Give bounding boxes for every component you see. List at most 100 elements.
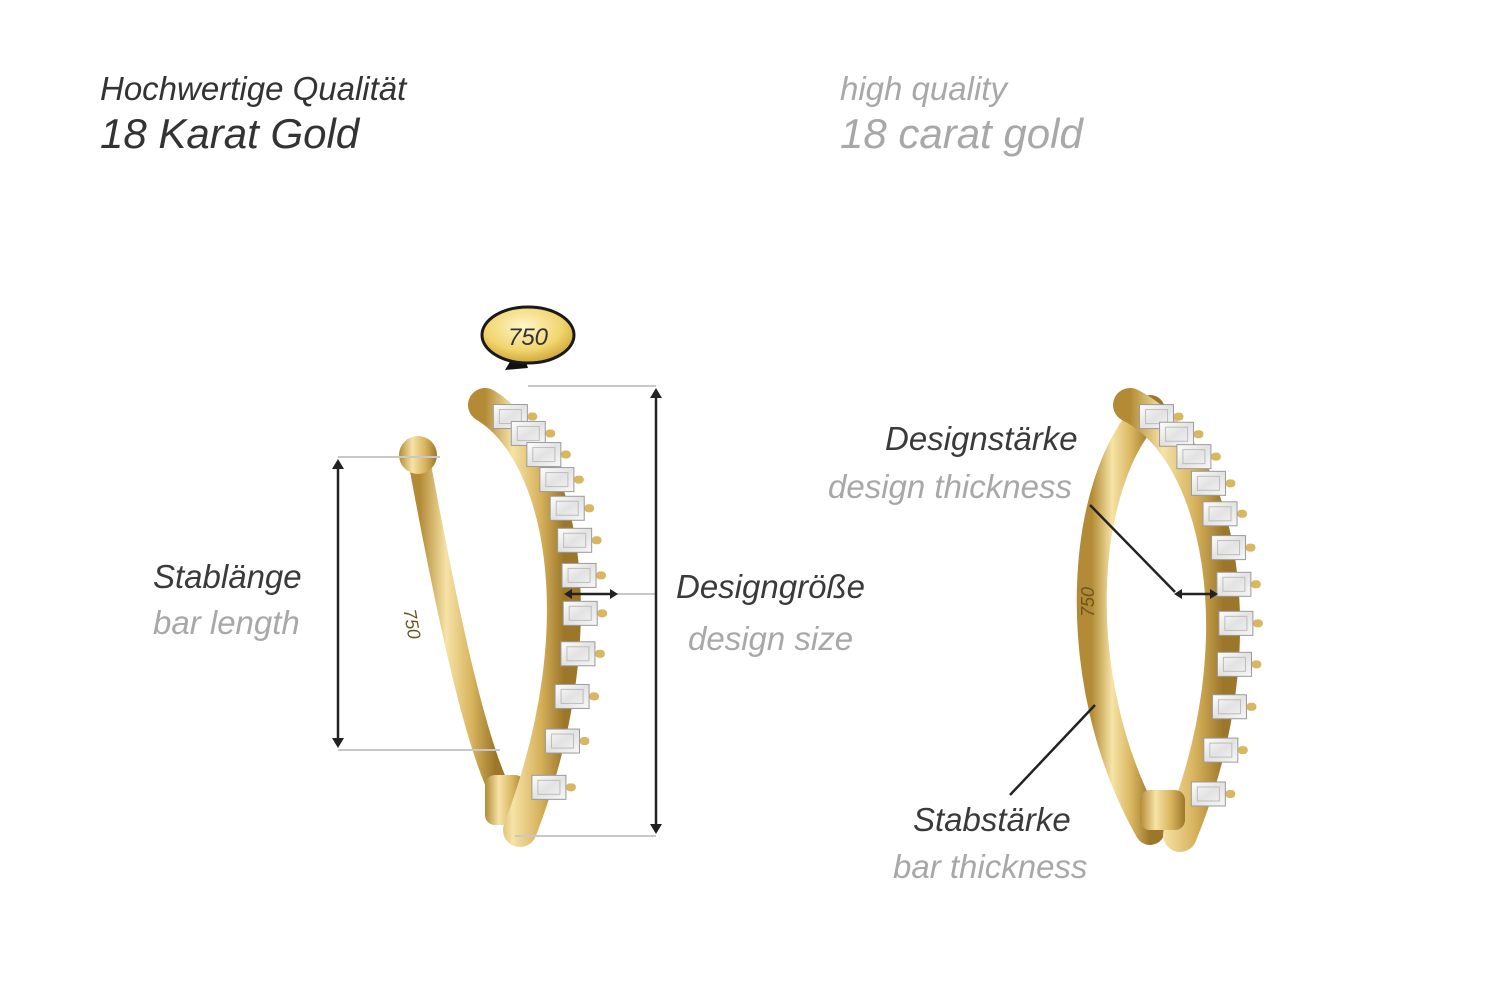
right-jewelry [1076,388,1263,852]
baguette-gem [1216,651,1252,677]
baguette-gem [1190,470,1226,496]
gem-prong [596,571,607,580]
gem-prong [573,475,584,484]
design-thickness-label-de: Designstärke [885,420,1078,457]
design-thickness-label-en: design thickness [828,468,1072,505]
design-size-label-de: Designgröße [676,568,865,605]
gem-facet [550,733,574,749]
gem-prong [597,609,608,618]
gem-facet [532,447,556,463]
gem-prong [545,429,556,438]
baguette-gem [1216,571,1252,597]
gold-heading-en: 18 carat gold [840,110,1083,157]
gem-prong [1173,412,1184,421]
gem-prong [1245,543,1256,552]
gem-prong [1237,509,1248,518]
right-inner-arrow [1174,589,1218,599]
bar-thickness-label-de: Stabstärke [913,801,1071,838]
gem-prong [1251,660,1262,669]
gem-facet [566,646,590,662]
gem-prong [1225,479,1236,488]
left-gem-row [492,404,608,800]
gem-facet [555,500,579,516]
baguette-gem [557,527,593,553]
bar-length-label-en: bar length [153,604,300,641]
baguette-gem [560,641,596,667]
baguette-gem [1190,781,1226,807]
gem-facet [1209,742,1233,758]
gem-facet [1196,475,1220,491]
left-bar [409,454,506,791]
baguette-gem [1218,610,1254,636]
right-design-band [1113,388,1240,852]
gem-facet [537,779,561,795]
left-engraving: 750 [399,607,424,640]
gem-facet [1145,409,1169,425]
gem-prong [591,536,602,545]
gem-facet [1165,426,1189,442]
baguette-gem [549,495,585,521]
gem-facet [1208,506,1232,522]
gem-prong [594,649,605,658]
gold-heading-de: 18 Karat Gold [100,110,360,157]
gem-facet [1222,656,1246,672]
gem-facet [567,567,591,583]
quality-heading-en: high quality [840,70,1007,107]
gem-facet [545,472,569,488]
right-bar [1076,395,1165,845]
baguette-gem [544,728,580,754]
baguette-gem [1176,444,1212,470]
gem-facet [1224,615,1248,631]
gem-prong [1210,452,1221,461]
baguette-gem [1159,421,1195,447]
baguette-gem [1202,501,1238,527]
gem-prong [560,450,571,459]
baguette-gem [1211,535,1247,561]
baguette-gem [561,562,597,588]
gem-prong [579,737,590,746]
baguette-gem [554,683,590,709]
bar-length-arrow [332,459,344,748]
gem-prong [589,692,600,701]
gem-prong [1237,746,1248,755]
baguette-gem [531,774,567,800]
left-jewelry [399,388,608,847]
gem-facet [1217,540,1241,556]
gem-prong [1252,619,1263,628]
bar-length-label-de: Stablänge [153,558,302,595]
gem-facet [516,425,540,441]
gem-facet [563,532,587,548]
gem-facet [1217,699,1241,715]
baguette-gem [510,420,546,446]
gem-facet [560,688,584,704]
right-gem-row [1139,404,1263,807]
gem-prong [527,412,538,421]
right-engraving: 750 [1078,587,1098,617]
hallmark-badge [480,305,576,370]
left-ball-end [399,436,437,474]
gem-facet [1196,786,1220,802]
design-size-arrow [650,388,662,834]
gem-prong [584,504,595,513]
quality-heading-de: Hochwertige Qualität [100,70,407,107]
gem-facet [1222,576,1246,592]
design-size-label-en: design size [688,620,854,657]
right-pointer-lines [1009,504,1176,796]
gem-facet [498,409,522,425]
gem-prong [1250,580,1261,589]
gem-prong [1225,789,1236,798]
right-bottom-post [1140,790,1185,830]
baguette-gem [526,442,562,468]
baguette-gem [562,600,598,626]
hallmark-text: 750 [508,324,549,351]
gem-facet [1182,449,1206,465]
bar-thickness-label-en: bar thickness [893,848,1088,885]
baguette-gem [1203,737,1239,763]
baguette-gem [1211,694,1247,720]
gem-prong [565,783,576,792]
gem-prong [1246,702,1257,711]
gem-facet [568,605,592,621]
left-inner-arrow [564,589,618,599]
gem-prong [1193,430,1204,439]
